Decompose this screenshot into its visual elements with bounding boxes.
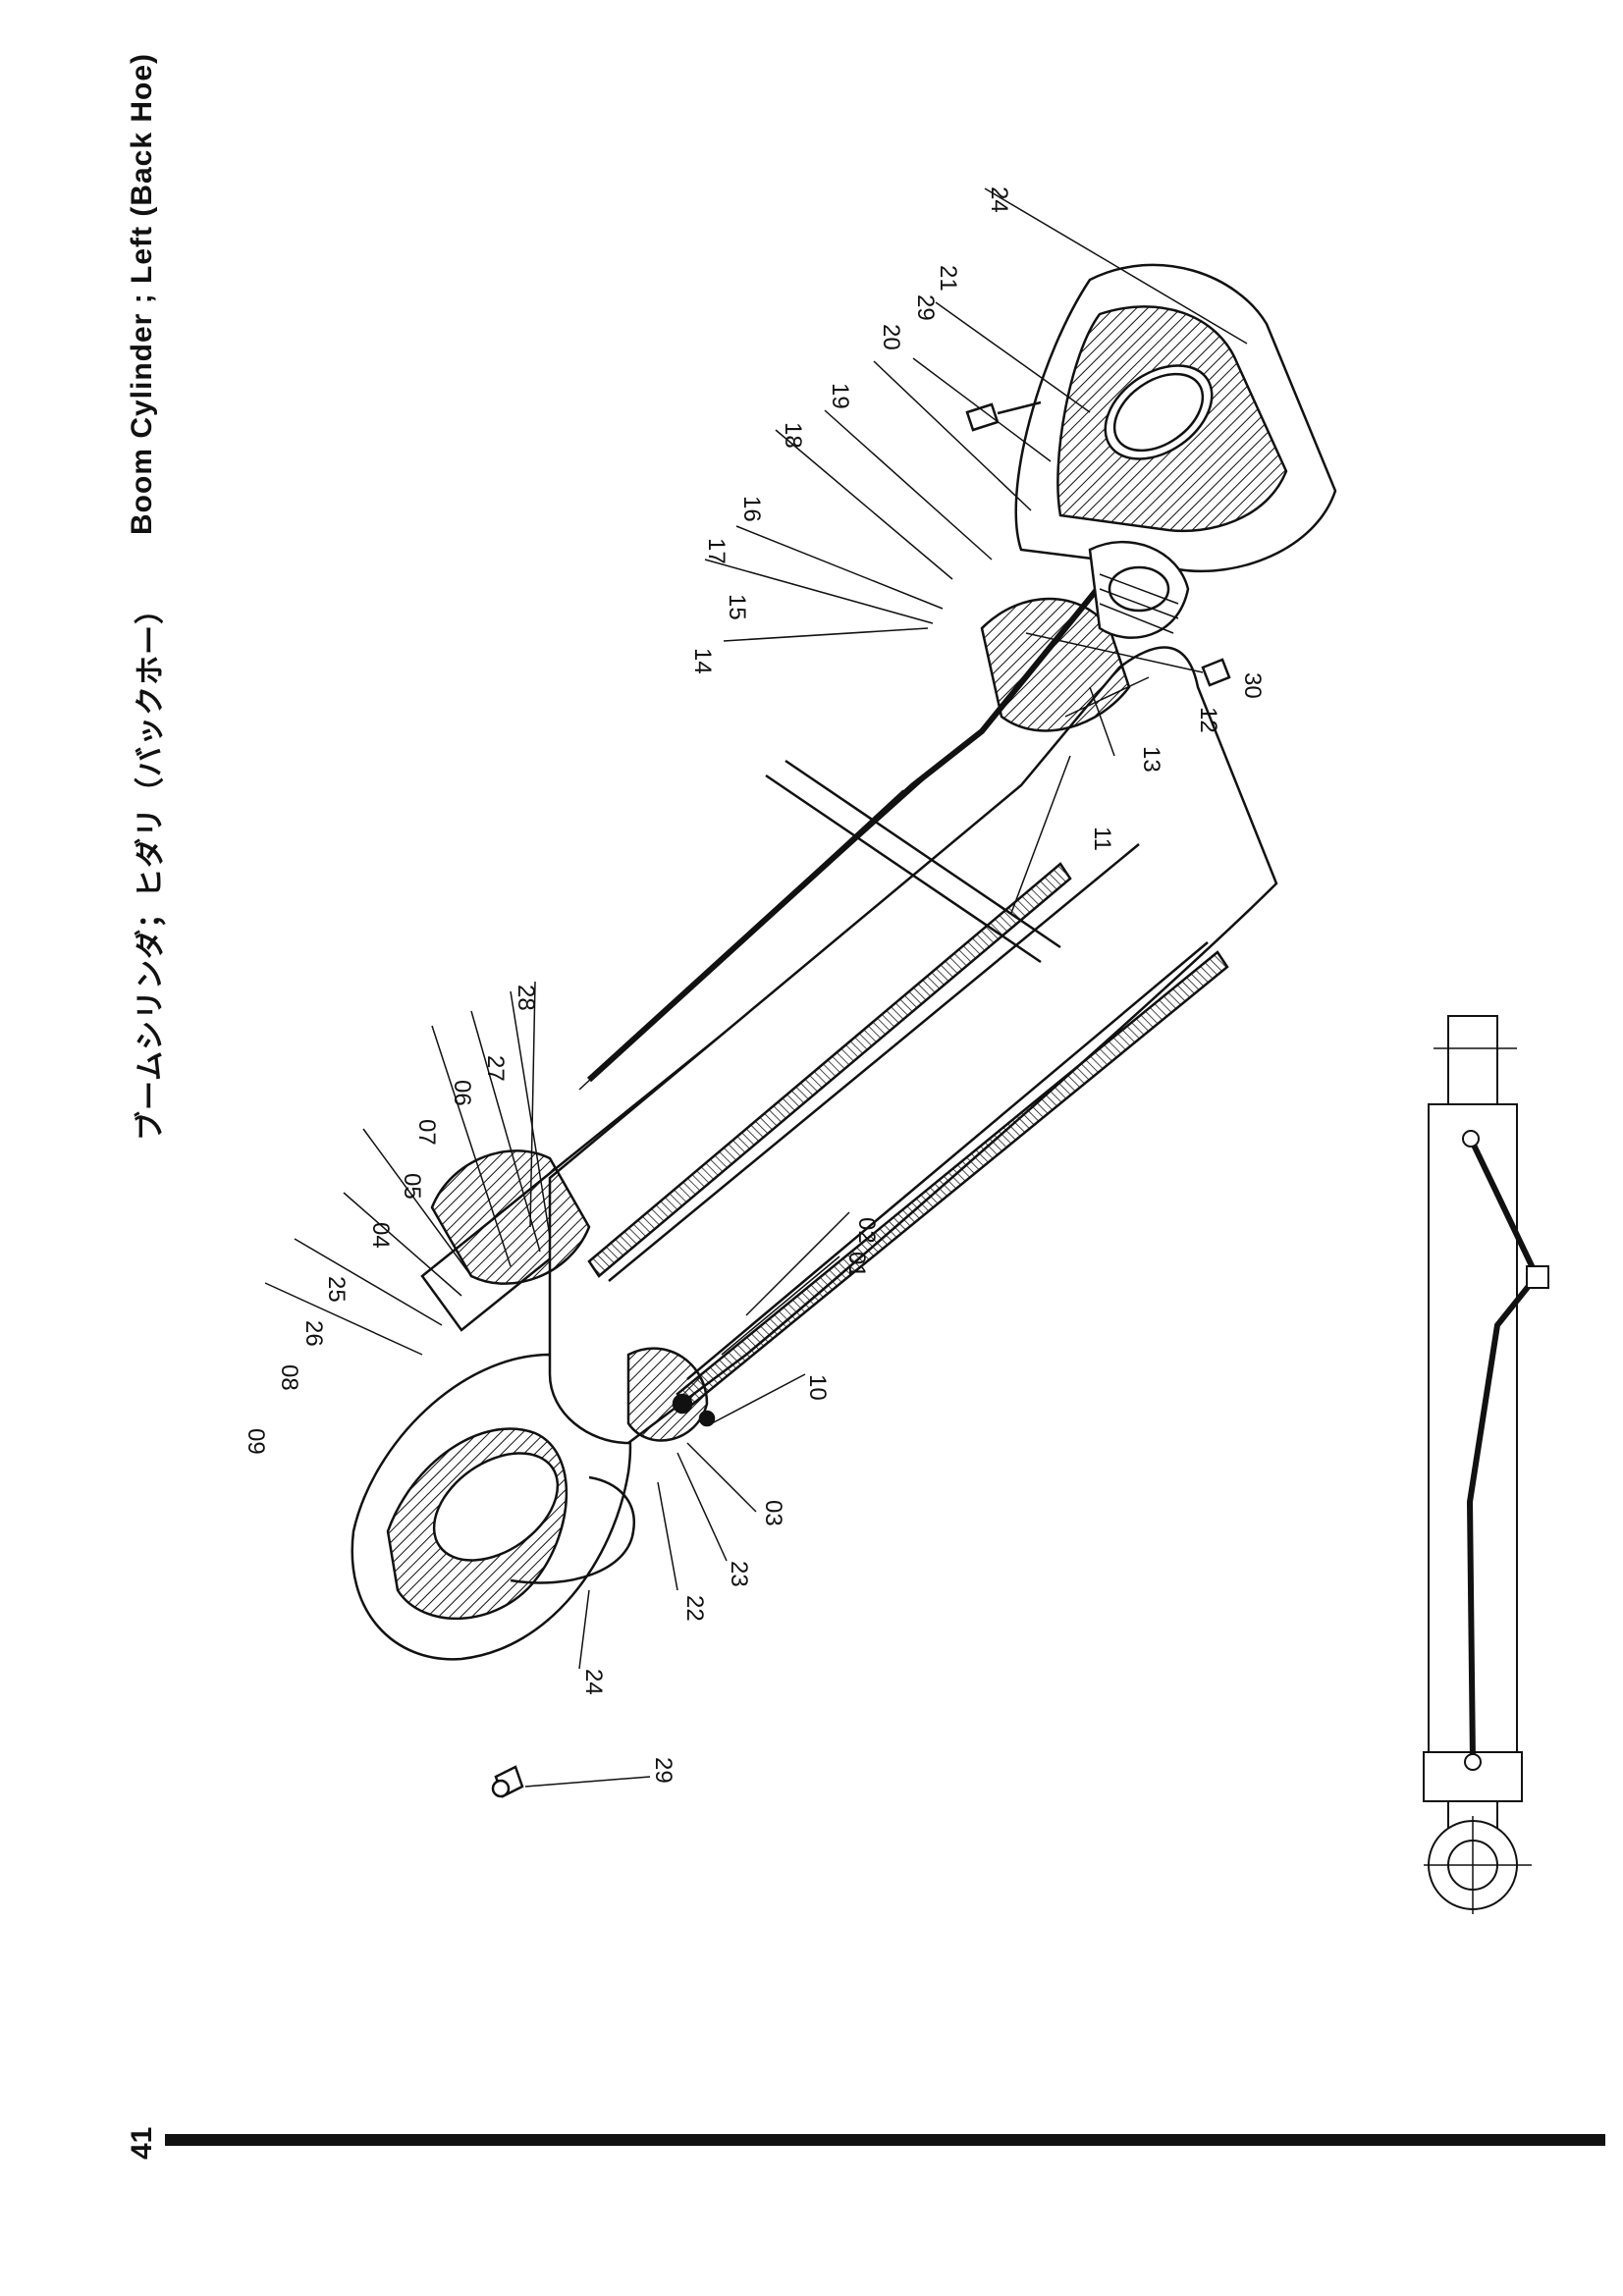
callout-08: 08 (276, 1364, 302, 1391)
callout-15: 15 (724, 594, 750, 620)
callout-23: 23 (726, 1561, 752, 1587)
schematic-pipe (1466, 1135, 1541, 1763)
callout-02: 02 (853, 1217, 880, 1244)
callout-11: 11 (1089, 827, 1115, 851)
callout-07: 07 (413, 1119, 440, 1146)
leader-lines (264, 187, 1248, 1788)
callout-22: 22 (681, 1595, 708, 1622)
cylinder-assembly (351, 263, 1337, 1798)
callout-27: 27 (482, 1055, 509, 1082)
callout-26: 26 (300, 1320, 327, 1347)
callout-labels: 24 21 29 20 19 18 16 17 15 14 30 12 13 1… (243, 187, 1266, 1784)
callout-17: 17 (703, 538, 730, 564)
callout-14: 14 (689, 648, 716, 674)
callout-21: 21 (935, 265, 961, 292)
callout-28: 28 (513, 985, 539, 1011)
plug-icon (1201, 658, 1231, 687)
callout-06: 06 (449, 1080, 475, 1106)
side-view-schematic (1423, 1015, 1549, 1914)
callout-03: 03 (760, 1500, 786, 1526)
callout-29-bottom: 29 (650, 1757, 676, 1784)
grease-fitting-icon (491, 1765, 524, 1798)
cylinder-head (430, 1149, 591, 1285)
callout-29-top: 29 (912, 294, 939, 321)
callout-19: 19 (827, 383, 853, 409)
callout-30: 30 (1239, 672, 1266, 699)
grease-fitting-icon (965, 400, 1042, 432)
callout-20: 20 (878, 324, 904, 350)
schematic-rod-end (1447, 1015, 1498, 1105)
bottom-rule (165, 2134, 1605, 2146)
callout-16: 16 (738, 496, 765, 522)
cylinder-tube (548, 646, 1278, 1445)
break-line (765, 759, 1061, 964)
callout-05: 05 (399, 1173, 425, 1200)
callout-13: 13 (1138, 746, 1164, 773)
callout-25: 25 (323, 1276, 350, 1303)
callout-10: 10 (804, 1374, 831, 1401)
head-seals (626, 1347, 709, 1442)
callout-09: 09 (243, 1428, 269, 1455)
callout-01: 01 (843, 1252, 870, 1278)
callout-12: 12 (1195, 707, 1221, 733)
page-number: 41 (126, 2126, 158, 2160)
callout-24-bottom: 24 (580, 1669, 607, 1695)
tube-wall-top (587, 862, 1072, 1278)
callout-24-top: 24 (986, 187, 1012, 213)
bottom-eye-bushing (1104, 364, 1214, 460)
callout-18: 18 (780, 422, 806, 449)
callout-04: 04 (367, 1222, 394, 1249)
rod-eye-bushing (432, 1452, 560, 1562)
rod-eye-face (510, 1475, 636, 1584)
piston-nut (1088, 540, 1190, 639)
